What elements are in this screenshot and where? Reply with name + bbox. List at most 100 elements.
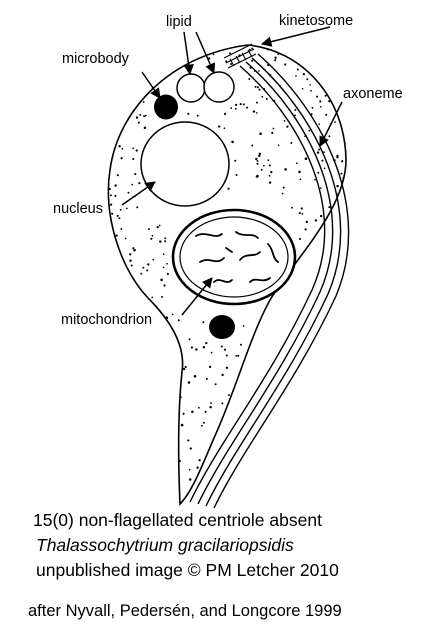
stipple-dot xyxy=(142,101,145,103)
stipple-dot xyxy=(290,142,293,144)
stipple-dot xyxy=(268,174,271,177)
stipple-dot xyxy=(256,159,259,162)
stipple-dot xyxy=(202,321,205,324)
caption-attribution: after Nyvall, Pedersén, and Longcore 199… xyxy=(28,602,342,620)
stipple-dot xyxy=(294,108,297,111)
stipple-dot xyxy=(296,68,299,71)
stipple-dot xyxy=(205,341,208,345)
stipple-dot xyxy=(188,478,192,481)
stipple-dot xyxy=(246,106,249,109)
stipple-dot xyxy=(228,52,231,55)
stipple-dot xyxy=(144,114,147,117)
stipple-dot xyxy=(124,237,127,240)
stipple-dot xyxy=(210,351,213,354)
stipple-dot xyxy=(198,406,200,409)
stipple-dot xyxy=(314,178,316,181)
stipple-dot xyxy=(321,159,324,162)
stipple-dot xyxy=(240,343,242,346)
stipple-dot xyxy=(284,168,287,171)
stipple-dot xyxy=(281,192,284,195)
stipple-dot xyxy=(147,228,150,231)
stipple-dot xyxy=(188,468,191,471)
stipple-dot xyxy=(256,162,259,165)
stipple-dot xyxy=(152,258,155,261)
stipple-dot xyxy=(223,112,227,116)
microbody-shape xyxy=(154,94,178,120)
stipple-dot xyxy=(225,60,228,63)
stipple-dot xyxy=(109,194,112,197)
stipple-dot xyxy=(251,47,253,50)
stipple-dot xyxy=(182,367,186,371)
stipple-dot xyxy=(182,412,185,415)
stipple-dot xyxy=(225,354,228,357)
stipple-dot xyxy=(317,171,320,174)
stipple-dot xyxy=(218,125,221,128)
lipid-arrow-left xyxy=(183,31,194,76)
stipple-dot xyxy=(202,421,205,424)
stipple-dot xyxy=(143,115,146,118)
stipple-dot xyxy=(136,206,139,209)
stipple-dot xyxy=(301,213,304,215)
stipple-dot xyxy=(319,187,322,190)
stipple-dot xyxy=(223,348,227,351)
axoneme-arrow xyxy=(319,101,343,147)
stipple-dot xyxy=(282,186,285,189)
stipple-dot xyxy=(291,206,294,209)
stipple-dot xyxy=(177,319,180,322)
stipple-dot xyxy=(270,171,273,174)
stipple-dot xyxy=(227,187,230,190)
stipple-dot xyxy=(298,212,301,215)
stipple-dot xyxy=(341,160,344,163)
stipple-dot xyxy=(234,159,237,162)
stipple-dot xyxy=(205,377,208,380)
stipple-dot xyxy=(231,140,234,144)
caption-species-name: Thalassochytrium gracilariopsidis xyxy=(36,535,294,555)
label-kinetosome: kinetosome xyxy=(279,13,353,29)
stipple-dot xyxy=(221,402,224,405)
lipid-body-left xyxy=(176,73,206,103)
stipple-dot xyxy=(318,148,321,151)
stipple-dot xyxy=(163,284,166,287)
stipple-dot xyxy=(277,144,280,147)
stipple-dot xyxy=(179,396,182,399)
stipple-dot xyxy=(248,48,251,51)
stipple-dot xyxy=(108,187,111,191)
stipple-dot xyxy=(139,113,142,116)
stipple-dot xyxy=(284,63,287,66)
stipple-dot xyxy=(151,234,154,237)
stipple-dot xyxy=(256,101,258,104)
stipple-dot xyxy=(201,424,203,427)
stipple-dot xyxy=(143,126,147,130)
cell-diagram: lipid kinetosome microbody axoneme nucle… xyxy=(53,13,403,509)
stipple-dot xyxy=(256,174,259,178)
stipple-dot xyxy=(318,123,321,125)
stipple-dot xyxy=(180,423,184,427)
stipple-dot xyxy=(328,135,331,138)
stipple-dot xyxy=(130,264,133,267)
label-nucleus: nucleus xyxy=(53,201,103,217)
stipple-dot xyxy=(314,219,318,222)
stipple-dot xyxy=(294,114,296,117)
stipple-dot xyxy=(189,447,192,450)
label-axoneme: axoneme xyxy=(343,86,403,102)
lipid-body-right xyxy=(203,71,235,103)
stipple-dot xyxy=(188,338,191,341)
stipple-dot xyxy=(299,178,302,181)
stipple-dot xyxy=(135,116,139,119)
stipple-dot xyxy=(196,466,199,469)
stipple-dot xyxy=(274,59,277,62)
stipple-dot xyxy=(114,184,117,187)
stipple-dot xyxy=(260,168,263,171)
stipple-dot xyxy=(210,402,212,404)
stipple-dot xyxy=(138,121,140,124)
stipple-dot xyxy=(304,157,308,160)
stipple-dot xyxy=(230,63,232,65)
stipple-dot xyxy=(248,78,251,80)
stipple-dot xyxy=(258,154,261,157)
dark-granule xyxy=(209,315,235,339)
stipple-dot xyxy=(142,266,145,269)
stipple-dot xyxy=(301,87,304,90)
nucleus-shape xyxy=(140,121,230,207)
stipple-dot xyxy=(316,151,320,154)
stipple-dot xyxy=(277,53,280,56)
